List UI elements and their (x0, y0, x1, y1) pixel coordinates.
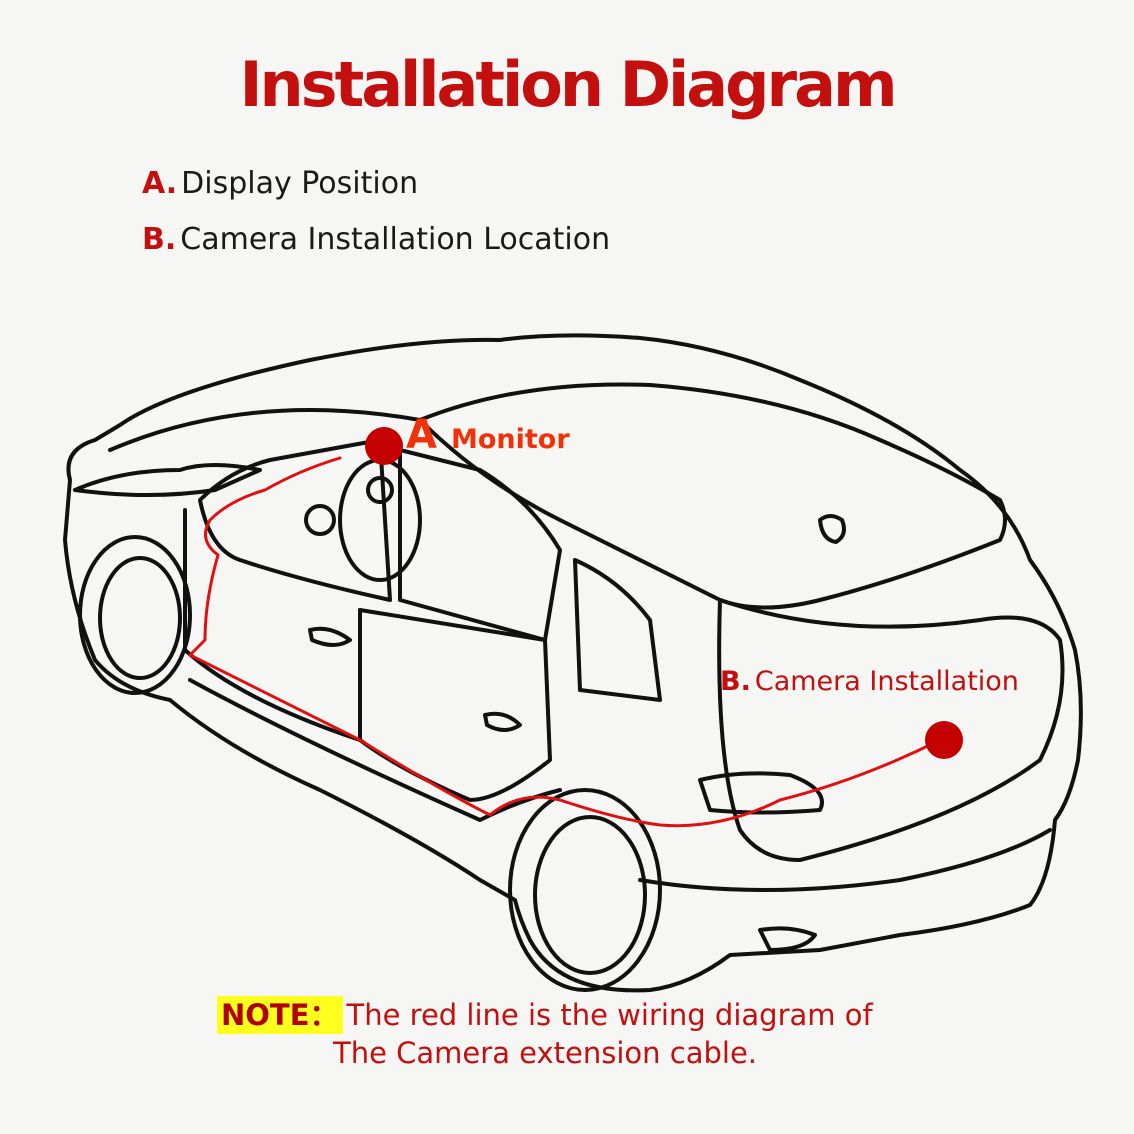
rear-door (358, 608, 552, 802)
front-door (183, 508, 362, 742)
marker-a-label: A Monitor (406, 412, 570, 458)
legend-key-b: B. (142, 222, 177, 257)
marker-b-label: B.Camera Installation (720, 666, 1019, 697)
legend-text-b: Camera Installation Location (180, 222, 611, 257)
hood (73, 463, 262, 497)
rear-door-handle (483, 711, 522, 732)
note-text-1: The red line is the wiring diagram of (346, 998, 873, 1032)
rear-wheel (508, 788, 662, 992)
rear-bumper (638, 828, 1052, 892)
side-sill (188, 678, 562, 822)
car-body-outline (63, 333, 1083, 993)
front-door-handle (308, 626, 352, 647)
rear-hatch (717, 598, 1065, 862)
dash-gauge-right (366, 476, 394, 504)
roof (418, 382, 1007, 610)
car-outline (63, 333, 1083, 993)
legend: A.Display Position B.Camera Installation… (142, 166, 610, 278)
legend-item-display: A.Display Position (142, 166, 610, 222)
roof-edge (108, 408, 422, 452)
note-block: NOTE：The red line is the wiring diagram … (217, 996, 873, 1072)
note-line-2: The Camera extension cable. (333, 1036, 758, 1070)
front-window (198, 438, 392, 602)
marker-b-dot (925, 721, 963, 759)
page-title: Installation Diagram (239, 48, 897, 121)
legend-key-a: A. (142, 166, 178, 201)
note-line-1: NOTE：The red line is the wiring diagram … (217, 996, 873, 1034)
legend-text-a: Display Position (181, 166, 419, 201)
legend-item-camera: B.Camera Installation Location (142, 222, 610, 278)
sunroof-mark (818, 514, 846, 544)
note-tag: NOTE： (217, 996, 343, 1034)
marker-b-key: B. (720, 666, 751, 697)
exhaust (758, 926, 817, 952)
marker-b-word: Camera Installation (754, 666, 1019, 697)
marker-a-word: Monitor (450, 424, 570, 455)
marker-a-dot (365, 427, 403, 465)
dash-gauge-left (304, 504, 336, 536)
rear-wheel-inner (533, 815, 647, 975)
quarter-window (573, 558, 662, 702)
wiring-path (188, 456, 942, 828)
rear-window (398, 448, 562, 642)
front-wheel (78, 535, 192, 695)
marker-a-letter: A (406, 412, 437, 458)
front-wheel-inner (98, 556, 182, 680)
